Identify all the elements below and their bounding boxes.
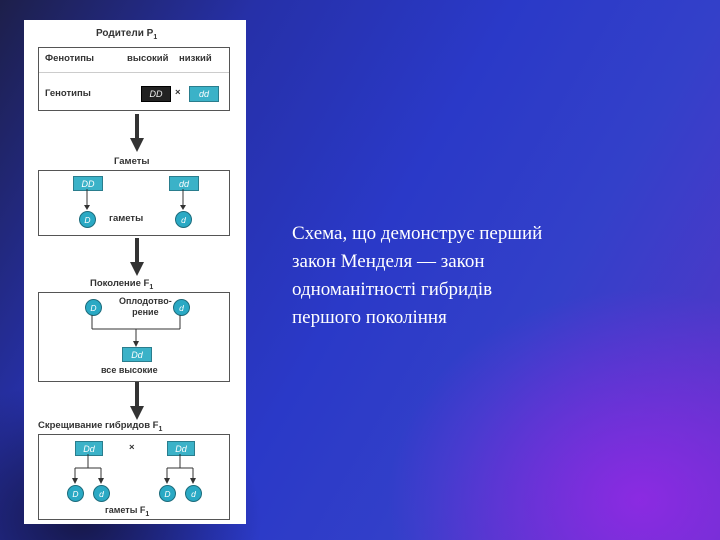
f1-box: D Оплодотво- рение d Dd все высокие	[38, 292, 230, 382]
f1-title: Поколение F1	[90, 278, 153, 291]
hybrid-gamete-lines	[72, 454, 196, 484]
f1-title-sub: 1	[149, 283, 154, 291]
hybrid1-gamete-d: d	[93, 485, 110, 502]
gametes-box: DD dd D гаметы d	[38, 170, 230, 236]
genotype-parent1: DD	[141, 86, 171, 102]
phenotype-tall: высокий	[127, 53, 169, 64]
diagram-title-sub: 1	[153, 34, 158, 41]
gamete-d: d	[175, 211, 192, 228]
f1-genotype: Dd	[122, 347, 152, 362]
gametes-f1-label-text: гаметы F	[105, 505, 146, 515]
diagram-title: Родители P1	[96, 28, 157, 41]
arrow-down-icon	[130, 238, 144, 276]
divider-line	[39, 72, 229, 73]
hybrid1: Dd	[75, 441, 103, 456]
gamete-D: D	[79, 211, 96, 228]
gametes-f1-label-sub: 1	[145, 510, 150, 518]
gametes-title: Гаметы	[114, 156, 150, 167]
cross-f1-title: Скрещивание гибридов F1	[38, 420, 162, 433]
gametes-f1-label: гаметы F1	[105, 505, 149, 518]
cross-f1-title-text: Скрещивание гибридов F	[38, 420, 159, 431]
genotypes-label: Генотипы	[45, 88, 91, 99]
parents-box: Фенотипы высокий низкий Генотипы DD × dd	[38, 47, 230, 111]
cross-symbol-f1: ×	[129, 442, 135, 453]
gametes-label: гаметы	[109, 213, 144, 224]
f1-phenotype: все высокие	[101, 365, 158, 375]
hybrid1-gamete-D: D	[67, 485, 84, 502]
f1-title-text: Поколение F	[90, 278, 150, 289]
cross-f1-title-sub: 1	[158, 425, 163, 433]
arrow-down-icon	[130, 382, 144, 420]
cross-symbol: ×	[175, 87, 181, 98]
phenotypes-label: Фенотипы	[45, 53, 95, 64]
cross-f1-box: Dd × Dd D d D d гаметы F1	[38, 434, 230, 520]
f1-gamete-d: d	[173, 299, 190, 316]
gamete-parent2: dd	[169, 176, 199, 191]
hybrid2-gamete-d: d	[185, 485, 202, 502]
hybrid2-gamete-D: D	[159, 485, 176, 502]
slide-caption: Схема, що демонструє перший закон Мендел…	[292, 223, 543, 328]
gamete-arrows	[84, 189, 186, 210]
phenotype-short: низкий	[179, 53, 212, 64]
diagram-title-text: Родители P	[96, 28, 154, 39]
gamete-parent1: DD	[73, 176, 103, 191]
mendel-diagram-image: Родители P1 Фенотипы высокий низкий Гено…	[24, 20, 246, 524]
fertilization-label: Оплодотво- рение	[119, 296, 172, 317]
hybrid2: Dd	[167, 441, 195, 456]
f1-gamete-D: D	[85, 299, 102, 316]
genotype-parent2: dd	[189, 86, 219, 102]
fertilization-lines	[91, 315, 181, 347]
arrow-down-icon	[130, 114, 144, 152]
